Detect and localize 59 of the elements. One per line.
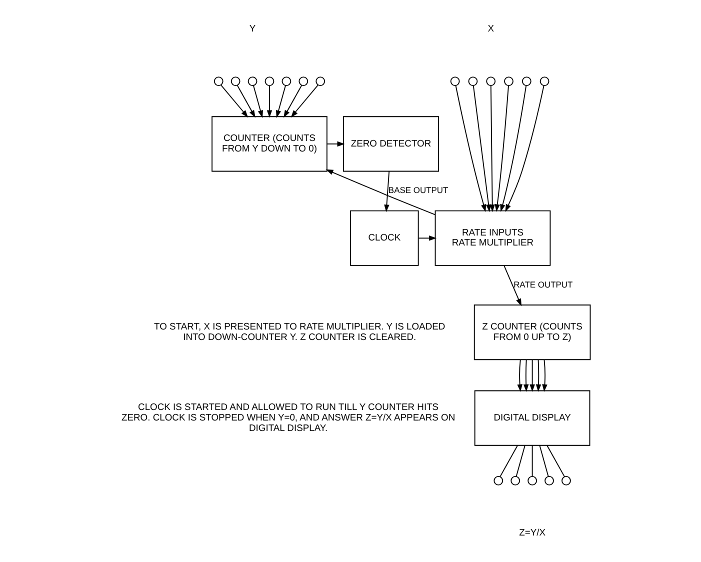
arrow	[326, 141, 345, 147]
arrow	[276, 85, 286, 118]
connector	[546, 445, 565, 478]
node-box: RATE INPUTS RATE MULTIPLIER	[434, 210, 551, 266]
arrow	[530, 359, 535, 392]
arrow	[220, 84, 248, 118]
arrow	[418, 236, 437, 241]
arrow	[266, 85, 272, 118]
arrow	[504, 265, 522, 306]
connector	[500, 445, 518, 478]
node-circle	[316, 76, 326, 86]
node-circle	[468, 76, 478, 86]
node-circle	[528, 476, 537, 486]
edge-label: RATE OUTPUT	[514, 279, 573, 290]
arrow	[284, 85, 302, 118]
arrow	[536, 359, 542, 392]
node-circle	[248, 76, 258, 86]
node-box: COUNTER (COUNTS FROM Y DOWN TO 0)	[212, 116, 328, 172]
connector	[532, 445, 533, 477]
node-circle	[486, 76, 496, 86]
arrow	[542, 359, 548, 392]
edge-label: BASE OUTPUT	[388, 185, 448, 196]
node-circle	[450, 76, 460, 86]
arrow	[290, 84, 318, 118]
arrow	[472, 85, 492, 212]
connector	[539, 445, 549, 477]
node-box: CLOCK	[350, 210, 419, 266]
label: CLOCK IS STARTED AND ALLOWED TO RUN TILL Y COUNTER HITS ZERO. CLOCK IS STOPPED WHEN Y=0, AND ANSWER Z=Y/X APPEARS ON DIGITAL DISPLAY.	[121, 401, 456, 433]
node-circle	[510, 476, 520, 486]
node-circle	[298, 76, 308, 86]
arrow	[455, 85, 486, 212]
arrow	[494, 85, 509, 212]
node-circle	[544, 476, 554, 486]
arrow	[236, 85, 256, 118]
label: X	[488, 22, 494, 34]
label: Z=Y/X	[519, 526, 546, 538]
node-circle	[230, 76, 240, 86]
label: Y	[249, 22, 256, 34]
connector	[516, 445, 526, 477]
label: TO START, X IS PRESENTED TO RATE MULTIPLIER. Y IS LOADED INTO DOWN-COUNTER Y. Z COUNTER IS CLEARED.	[154, 320, 446, 342]
node-box: DIGITAL DISPLAY	[474, 390, 590, 446]
arrow	[326, 169, 436, 216]
node-circle	[540, 76, 550, 86]
arrow	[252, 85, 264, 118]
node-circle	[282, 76, 292, 86]
node-circle	[214, 76, 224, 86]
node-circle	[264, 76, 274, 86]
arrow	[505, 85, 544, 212]
arrow	[384, 170, 390, 212]
node-circle	[494, 476, 504, 486]
arrow	[523, 359, 529, 392]
node-circle	[562, 476, 571, 486]
node-box: ZERO DETECTOR	[342, 116, 440, 172]
arrow	[490, 85, 495, 212]
node-box: Z COUNTER (COUNTS FROM 0 UP TO Z)	[474, 304, 591, 360]
arrow	[500, 85, 527, 212]
arrow	[517, 359, 522, 392]
node-circle	[522, 76, 532, 86]
node-circle	[504, 76, 514, 86]
